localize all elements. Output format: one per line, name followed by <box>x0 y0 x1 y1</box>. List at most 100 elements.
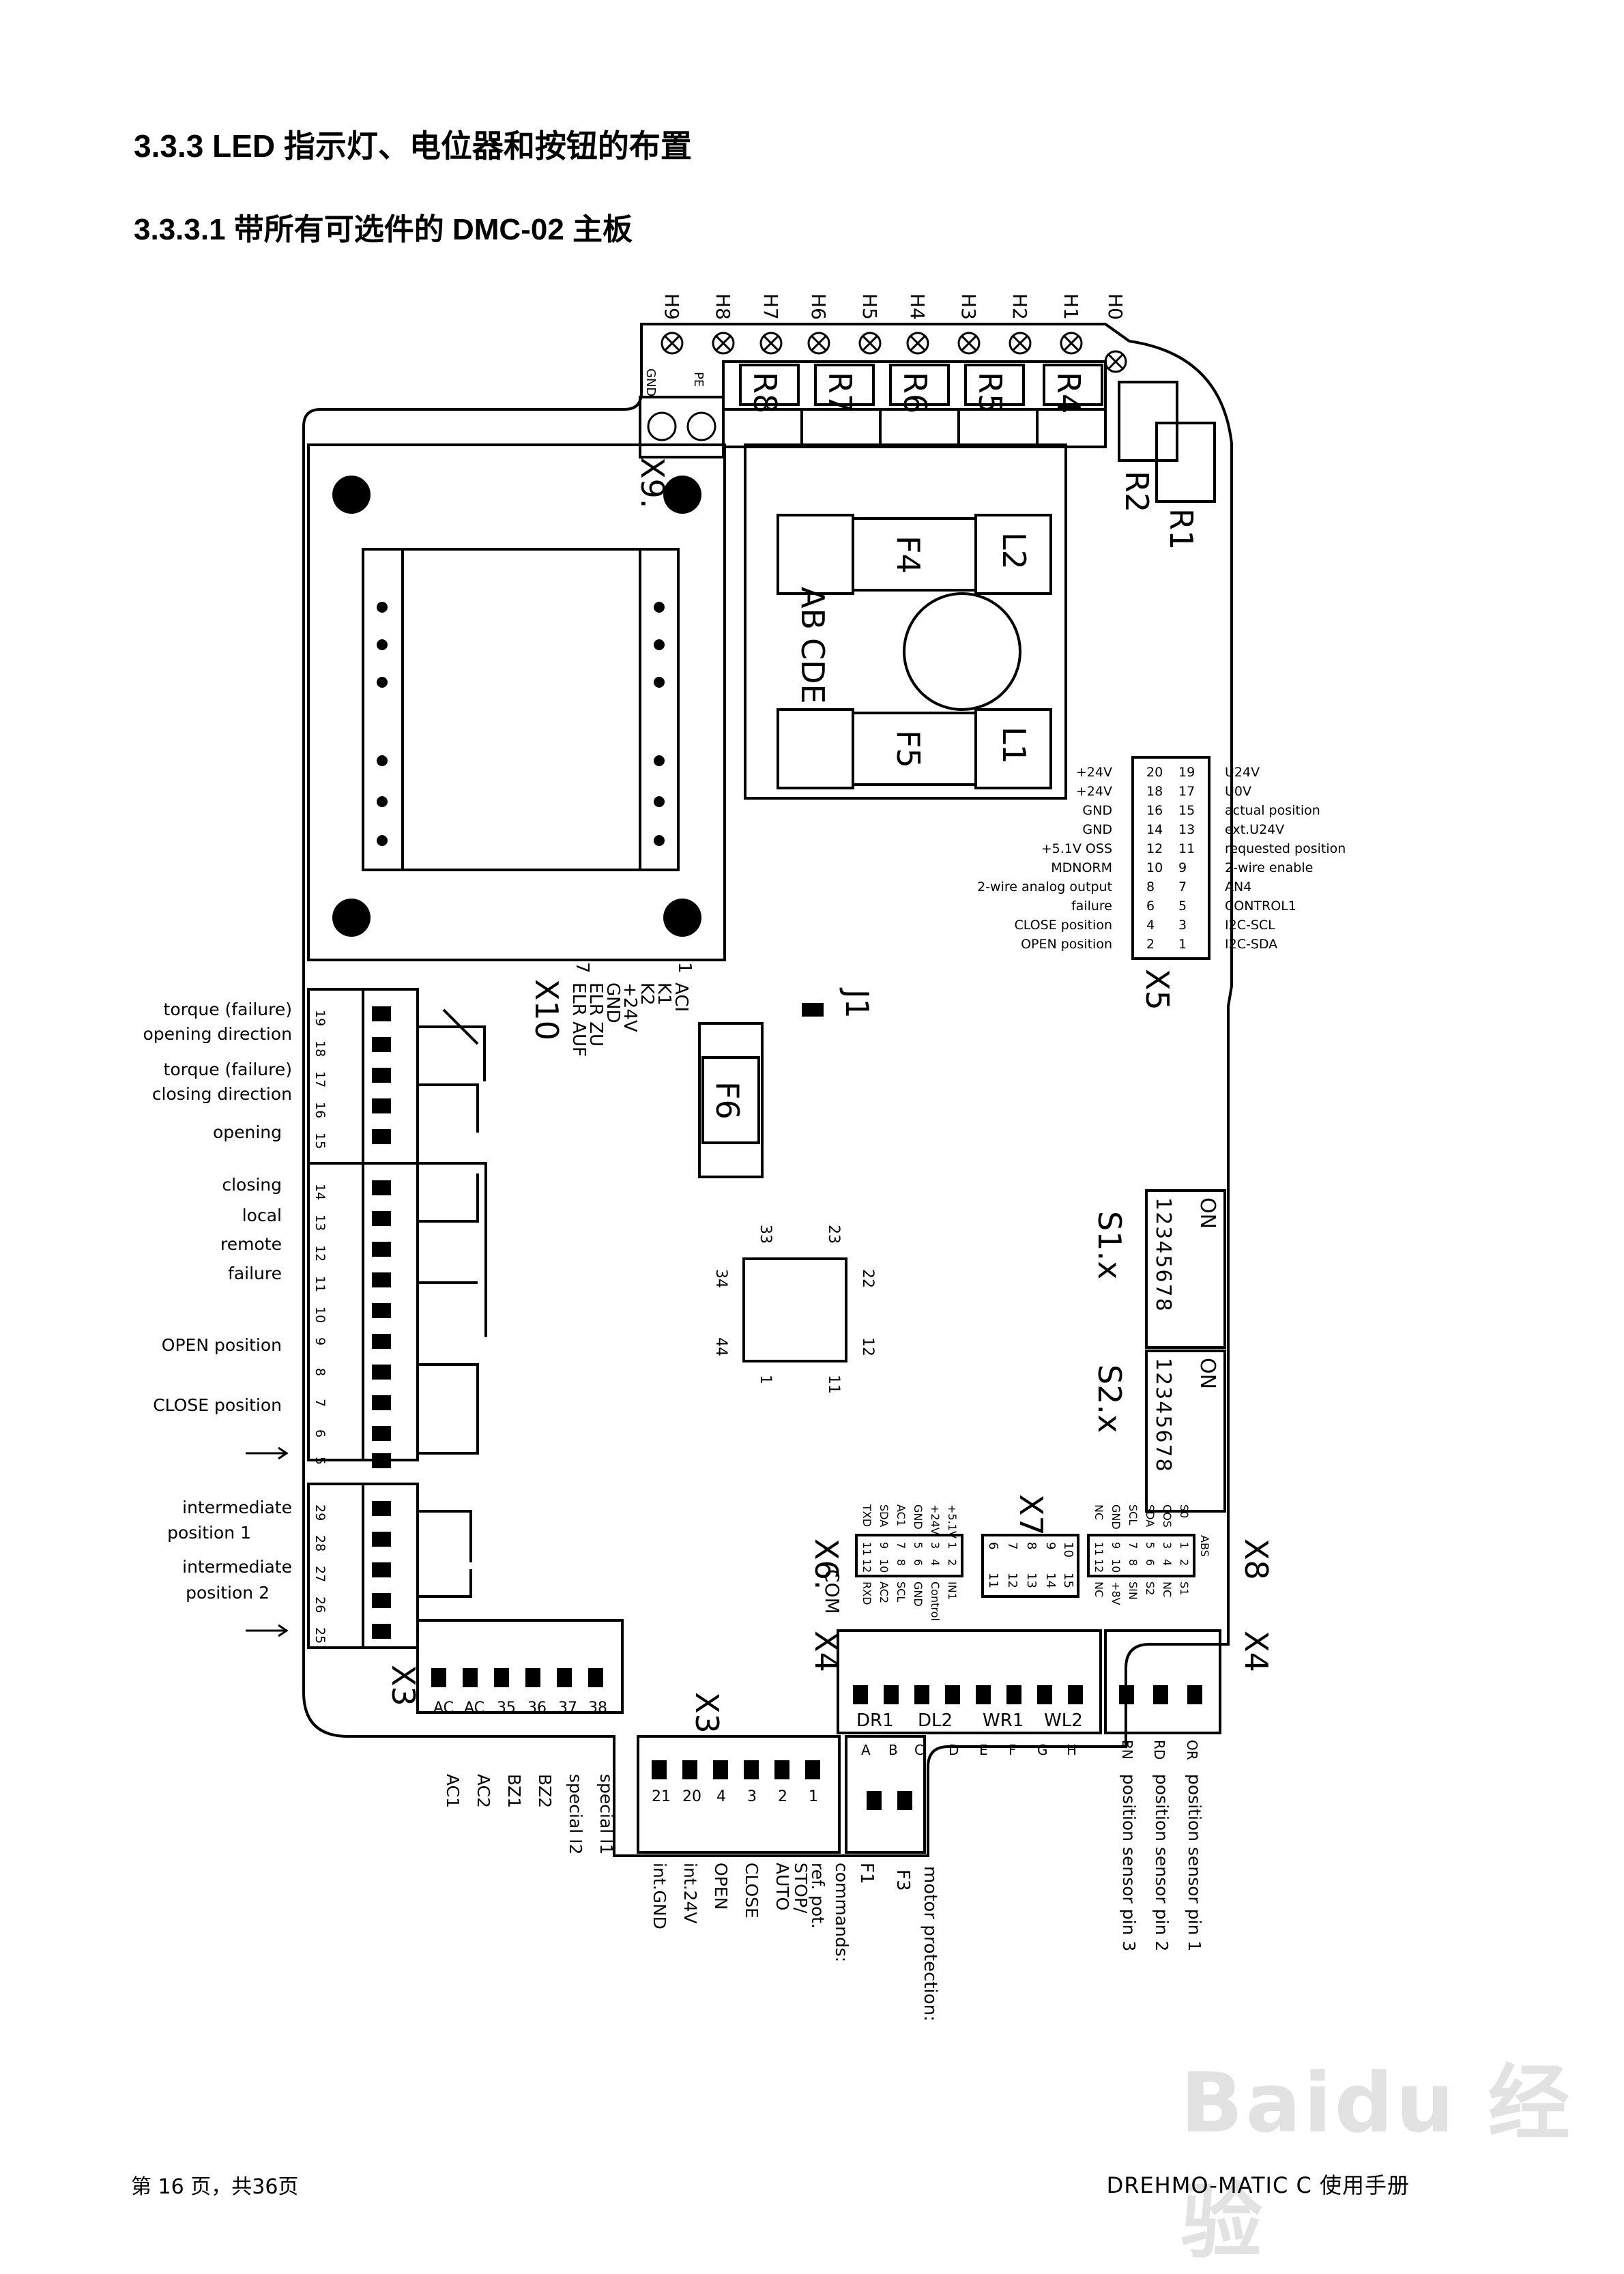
x8-num: 7 <box>1127 1542 1140 1549</box>
x8-pin: S2 <box>1144 1581 1157 1595</box>
led-h8: H8 <box>712 293 734 320</box>
jumper-cde-label: CDE <box>794 638 831 704</box>
x3b-pin: 36 <box>527 1700 547 1717</box>
x4-motor-terminal <box>837 1629 1102 1734</box>
x5-right-label: requested position <box>1225 841 1346 856</box>
x6-pin: GND <box>912 1581 925 1607</box>
relay-label: closing <box>222 1175 282 1195</box>
x9-pin-gnd: GND <box>643 368 658 396</box>
x3c-label: OPEN <box>711 1863 731 1910</box>
fuse-f5-label: F5 <box>890 730 927 768</box>
x4-letter: D <box>948 1742 959 1758</box>
relay-label: closing direction <box>152 1084 292 1104</box>
x5-right-label: ext.U24V <box>1225 822 1284 837</box>
x10-pin-k1: K1 <box>654 982 674 1006</box>
x9-terminal <box>639 396 725 458</box>
x4-pos-pin: BN <box>1119 1740 1135 1760</box>
x3b-pin: AC <box>433 1700 454 1717</box>
x6-num: 9 <box>878 1542 890 1549</box>
x8-pin: +8V <box>1110 1581 1122 1605</box>
x5-right-pin: 17 <box>1178 784 1195 799</box>
relay-label: position 1 <box>167 1523 251 1543</box>
pot-r2 <box>1118 381 1178 462</box>
x5-right-label: U0V <box>1225 784 1251 799</box>
relay-label: position 2 <box>186 1583 270 1603</box>
pot-r1 <box>1155 422 1216 503</box>
x3c-label: AUTO <box>772 1863 792 1910</box>
chip-pin-44: 44 <box>712 1337 729 1356</box>
x7-col: 15 <box>1061 1573 1075 1588</box>
motor-protection-label: motor protection: <box>920 1866 940 2022</box>
x3-pin: 18 <box>313 1040 328 1057</box>
x4-letter: E <box>979 1742 988 1758</box>
x5-right-pin: 19 <box>1178 765 1195 780</box>
chip-pin-33: 33 <box>757 1225 774 1244</box>
x4-letter: C <box>914 1742 924 1758</box>
x6-pin: SCL <box>895 1581 908 1602</box>
terminal-contacts <box>372 1006 1202 1810</box>
led-h7: H7 <box>759 293 782 320</box>
x5-left-pin: 14 <box>1146 822 1163 837</box>
x5-right-pin: 9 <box>1178 860 1187 875</box>
ic-chip <box>742 1257 847 1362</box>
x6-pin: AC2 <box>878 1581 890 1603</box>
x6-label: X6. <box>808 1539 845 1590</box>
inductor-l2-label: L2 <box>996 532 1032 570</box>
x8-pin: NC <box>1161 1581 1174 1597</box>
led-h6: H6 <box>807 293 830 320</box>
x8-pin: GND <box>1110 1504 1122 1530</box>
x3c-label: CLOSE <box>742 1863 762 1919</box>
resistor-r5: R5 <box>972 372 1009 413</box>
led-h9: H9 <box>661 293 683 320</box>
x5-left-label: failure <box>1071 899 1112 914</box>
x8-pin: S0 <box>1178 1504 1191 1518</box>
relay-label: failure <box>228 1264 282 1283</box>
x3c-pin: 21 <box>652 1788 671 1805</box>
x5-right-pin: 7 <box>1178 879 1187 894</box>
x6-pin: +24V <box>929 1504 942 1535</box>
x6-pin: Control <box>929 1581 942 1621</box>
x4-letter: F <box>1009 1742 1017 1758</box>
x6-pin: GND <box>912 1504 925 1530</box>
relay-label: opening direction <box>143 1024 292 1044</box>
x3b-pin: 35 <box>497 1700 516 1717</box>
x7-col: 11 <box>986 1573 1000 1588</box>
x7-col: 6 <box>986 1542 1000 1549</box>
chip-pin-11: 11 <box>825 1375 842 1394</box>
x6-num: 1 <box>946 1542 959 1549</box>
chip-pin-1: 1 <box>757 1375 774 1384</box>
x7-col: 9 <box>1043 1542 1058 1549</box>
x3c-label: ref. pot. <box>808 1863 828 1929</box>
fuse-f6-label: F6 <box>709 1081 746 1120</box>
x7-col: 14 <box>1043 1573 1058 1588</box>
pot-r2-label: R2 <box>1118 471 1155 512</box>
x5-right-label: U24V <box>1225 765 1260 780</box>
x3b-label: AC1 <box>443 1774 463 1808</box>
relay-label: opening <box>213 1122 282 1142</box>
x7-col: 8 <box>1024 1542 1039 1549</box>
fuse-f6 <box>698 1022 764 1178</box>
s1-on: ON <box>1195 1197 1219 1229</box>
dmc02-board-diagram: H9 H8 H7 H6 H5 H4 H3 H2 H1 H0 R8 R7 R6 R… <box>143 293 1346 2022</box>
x5-left-pin: 4 <box>1146 918 1155 933</box>
pot-r1-label: R1 <box>1163 508 1200 550</box>
x7-label: X7 <box>1013 1494 1049 1536</box>
x3b-label: special I2 <box>566 1774 585 1854</box>
x3-pin: 25 <box>313 1627 328 1644</box>
x6-num: 11 <box>860 1542 873 1556</box>
x5-left-label: +24V <box>1076 784 1112 799</box>
x3c-pin: 20 <box>682 1788 701 1805</box>
x8-pin: SCL <box>1127 1504 1140 1525</box>
s2-on: ON <box>1195 1358 1219 1389</box>
x6-sub: COM <box>821 1569 843 1614</box>
x5-right-pin: 13 <box>1178 822 1195 837</box>
x4-pos-terminal <box>1104 1629 1221 1734</box>
x3-pin: 17 <box>313 1071 328 1088</box>
x5-right-label: I2C-SCL <box>1225 918 1275 933</box>
relay-label: intermediate <box>182 1557 292 1577</box>
relay-label: remote <box>220 1234 282 1254</box>
x5-right-label: AN4 <box>1225 879 1251 894</box>
x3-pin: 19 <box>313 1010 328 1026</box>
x8-pin: SDA <box>1144 1504 1157 1527</box>
x3b-label: BZ1 <box>504 1774 524 1808</box>
